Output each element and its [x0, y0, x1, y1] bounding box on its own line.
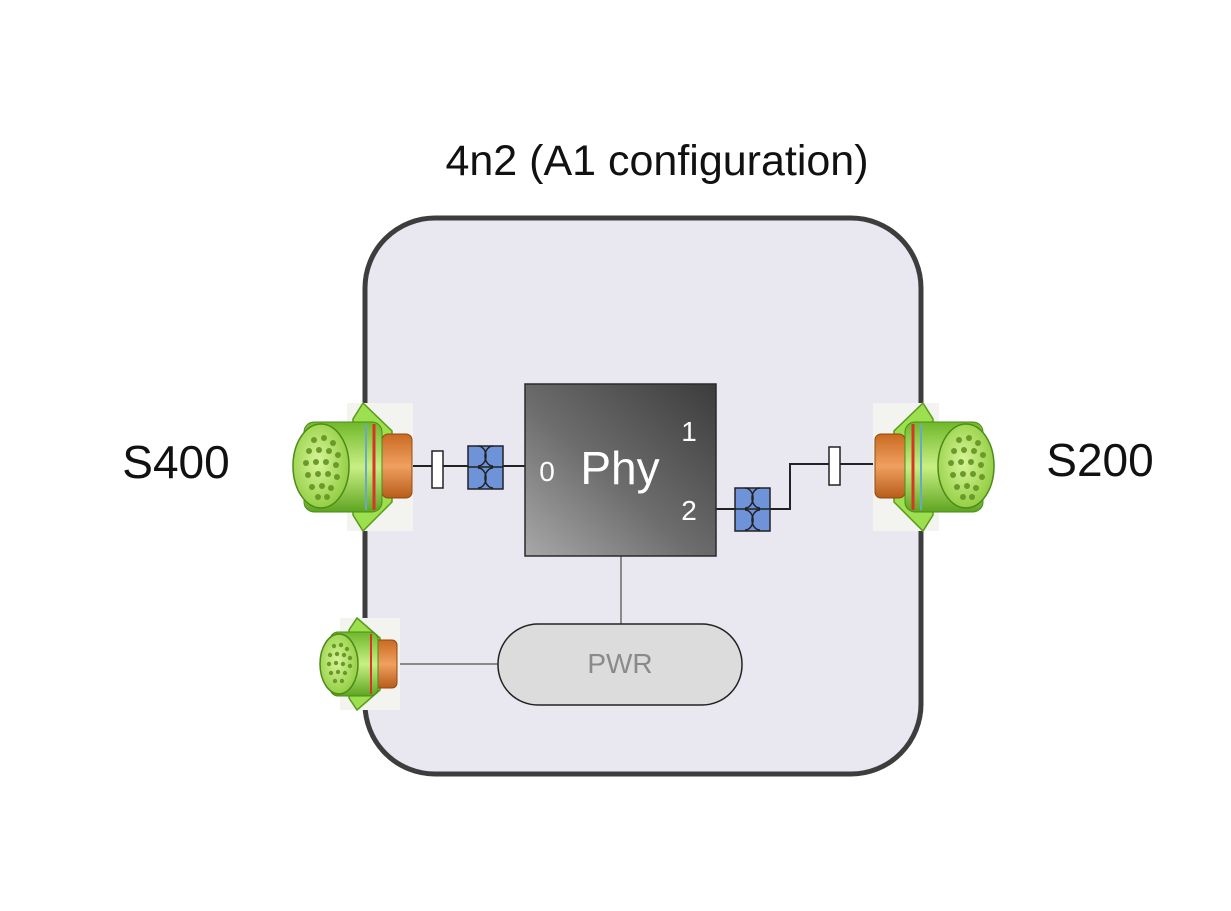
left-coupler-icon	[467, 445, 504, 490]
left-inline-fuse	[431, 450, 444, 489]
pwr-block	[497, 623, 743, 706]
left-connector-icon	[292, 401, 413, 533]
right-connector-label: S200	[1046, 434, 1153, 486]
phy-port-1: 1	[681, 416, 697, 447]
phy-port-2: 2	[681, 495, 697, 526]
left-connector-label: S400	[122, 436, 229, 488]
right-connector-icon	[873, 401, 995, 533]
pwr-label: PWR	[587, 648, 652, 679]
power-wiring	[398, 556, 622, 665]
right-inline-fuse	[828, 446, 841, 486]
diagram-title: 4n2 (A1 configuration)	[445, 137, 868, 185]
right-coupler-icon	[734, 487, 771, 532]
phy-block	[524, 383, 717, 557]
power-connector-icon	[319, 616, 400, 712]
phy-label: Phy	[580, 442, 659, 494]
phy-port-0: 0	[539, 456, 555, 487]
